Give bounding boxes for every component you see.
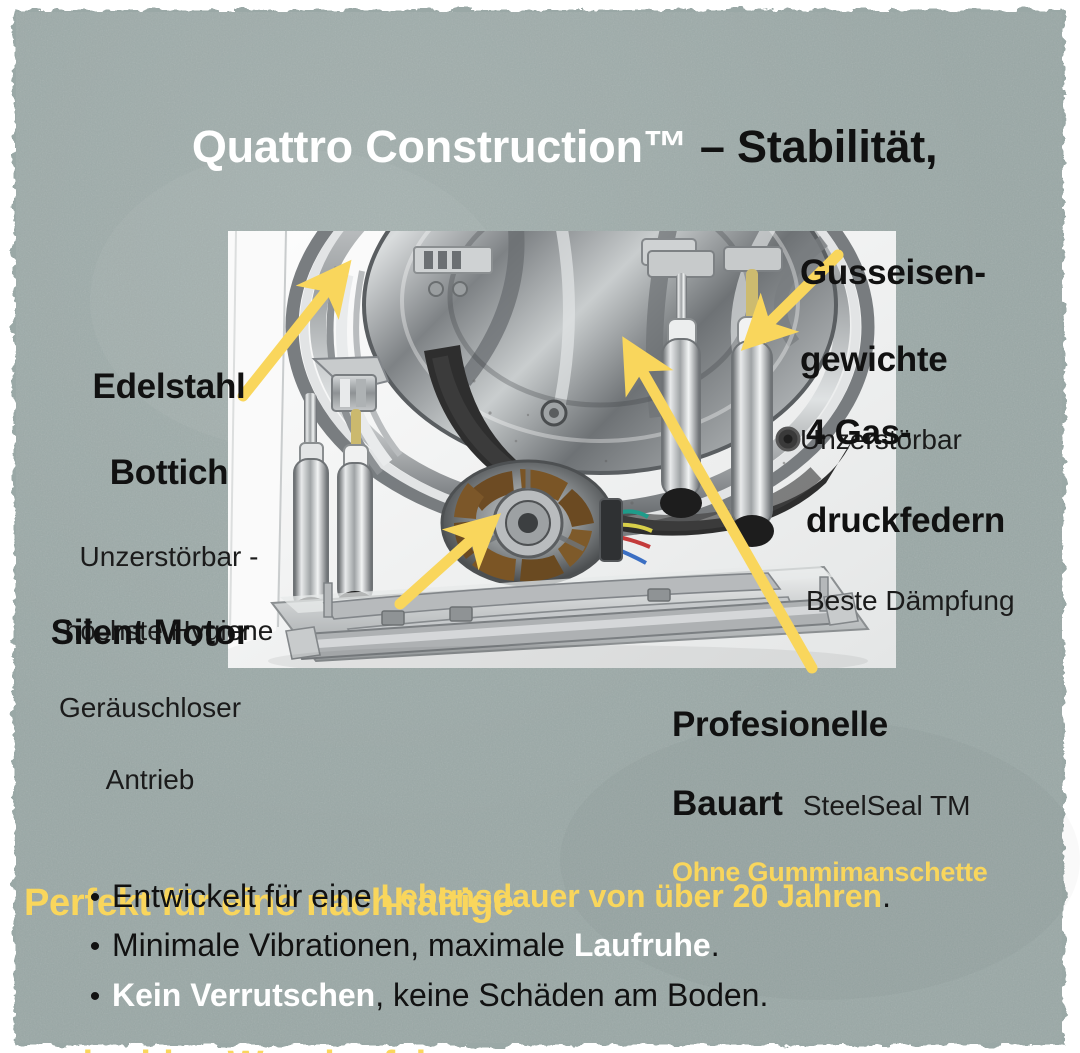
list-item: • Minimale Vibrationen, maximale Laufruh… <box>78 922 1078 969</box>
bullet-marker-icon: • <box>89 979 101 1013</box>
callout-gusseisen-sub: Unzerstörbar <box>800 423 962 455</box>
title-brand: Quattro Construction™ <box>191 121 688 173</box>
bullet-text: Kein Verrutschen, keine Schäden am Boden… <box>112 972 1078 1019</box>
benefits-list: • Entwickelt für eine Lebensdauer von üb… <box>78 873 1078 1021</box>
callout-gasfedern-sub: Beste Dämpfung <box>806 585 1015 617</box>
bullet-post: . <box>882 878 891 914</box>
callout-bauart-row-2: Bauart SteelSeal TM <box>672 785 1072 822</box>
callout-motor-sub-2: Antrieb <box>105 764 195 796</box>
callout-profesionelle-bauart: Profesionelle Bauart SteelSeal TM Ohne Gu… <box>672 664 1072 921</box>
callout-gasdruckfedern: 4 Gas- druckfedern Beste Dämpfung <box>806 372 1080 652</box>
callout-gusseisen-heading-2: gewichte <box>800 340 948 380</box>
claim-line-1: Perfekt für eine nachhaltige <box>24 881 514 924</box>
callout-edelstahl-sub-1: Unzerstörbar - <box>79 540 259 572</box>
washing-machine-internals-photo <box>228 231 896 668</box>
claim-line-2: und ruhige Wascherfahrung. <box>24 1039 644 1053</box>
callout-edelstahl-bottich: Edelstahl Bottich Unzerstörbar - höchste… <box>24 327 314 682</box>
closing-claim: Perfekt für eine nachhaltige und ruhige … <box>24 769 644 1053</box>
callout-motor-heading: Silent Motor <box>50 612 250 652</box>
callout-bauart-highlight: Ohne Gummimanschette <box>672 857 988 887</box>
callout-edelstahl-heading-2: Bottich <box>109 453 229 493</box>
callout-silent-motor: Silent Motor Geräuschloser Antrieb <box>16 578 284 831</box>
title-rest: – Stabilität, <box>687 121 938 173</box>
callout-motor-sub-1: Geräuschloser <box>58 692 242 724</box>
bullet-emphasis: Kein Verrutschen <box>112 976 376 1013</box>
callout-edelstahl-heading-1: Edelstahl <box>92 366 246 406</box>
list-item: • Entwickelt für eine Lebensdauer von üb… <box>78 873 1078 920</box>
callout-bauart-heading-2: Bauart <box>672 784 783 823</box>
bullet-text: Entwickelt für eine Lebensdauer von über… <box>112 873 1078 920</box>
bullet-text: Minimale Vibrationen, maximale Laufruhe. <box>112 922 1078 969</box>
callout-bauart-heading-1: Profesionelle <box>672 704 888 744</box>
callout-gusseisen-heading-1: Gusseisen- <box>800 252 986 292</box>
bullet-post: . <box>710 927 720 964</box>
list-item: • Kein Verrutschen, keine Schäden am Bod… <box>78 972 1078 1019</box>
callout-gasfedern-heading-2: druckfedern <box>806 501 1005 541</box>
callout-gusseisengewichte: Gusseisen- gewichte Unzerstörbar <box>800 212 1070 490</box>
bullet-emphasis: Laufruhe <box>573 927 711 964</box>
bullet-pre: Entwickelt für eine <box>112 878 381 914</box>
callout-bauart-trademark: SteelSeal TM <box>802 790 971 821</box>
callout-gasfedern-heading-1: 4 Gas- <box>806 412 912 452</box>
bullet-marker-icon: • <box>89 881 101 914</box>
bullet-marker-icon: • <box>89 930 101 964</box>
bullet-post: , keine Schäden am Boden. <box>375 976 769 1013</box>
callout-edelstahl-sub-2: höchste Hygiene <box>64 614 274 646</box>
bullet-pre: Minimale Vibrationen, maximale <box>112 927 574 964</box>
bullet-emphasis: Lebensdauer von über 20 Jahren <box>380 878 883 914</box>
